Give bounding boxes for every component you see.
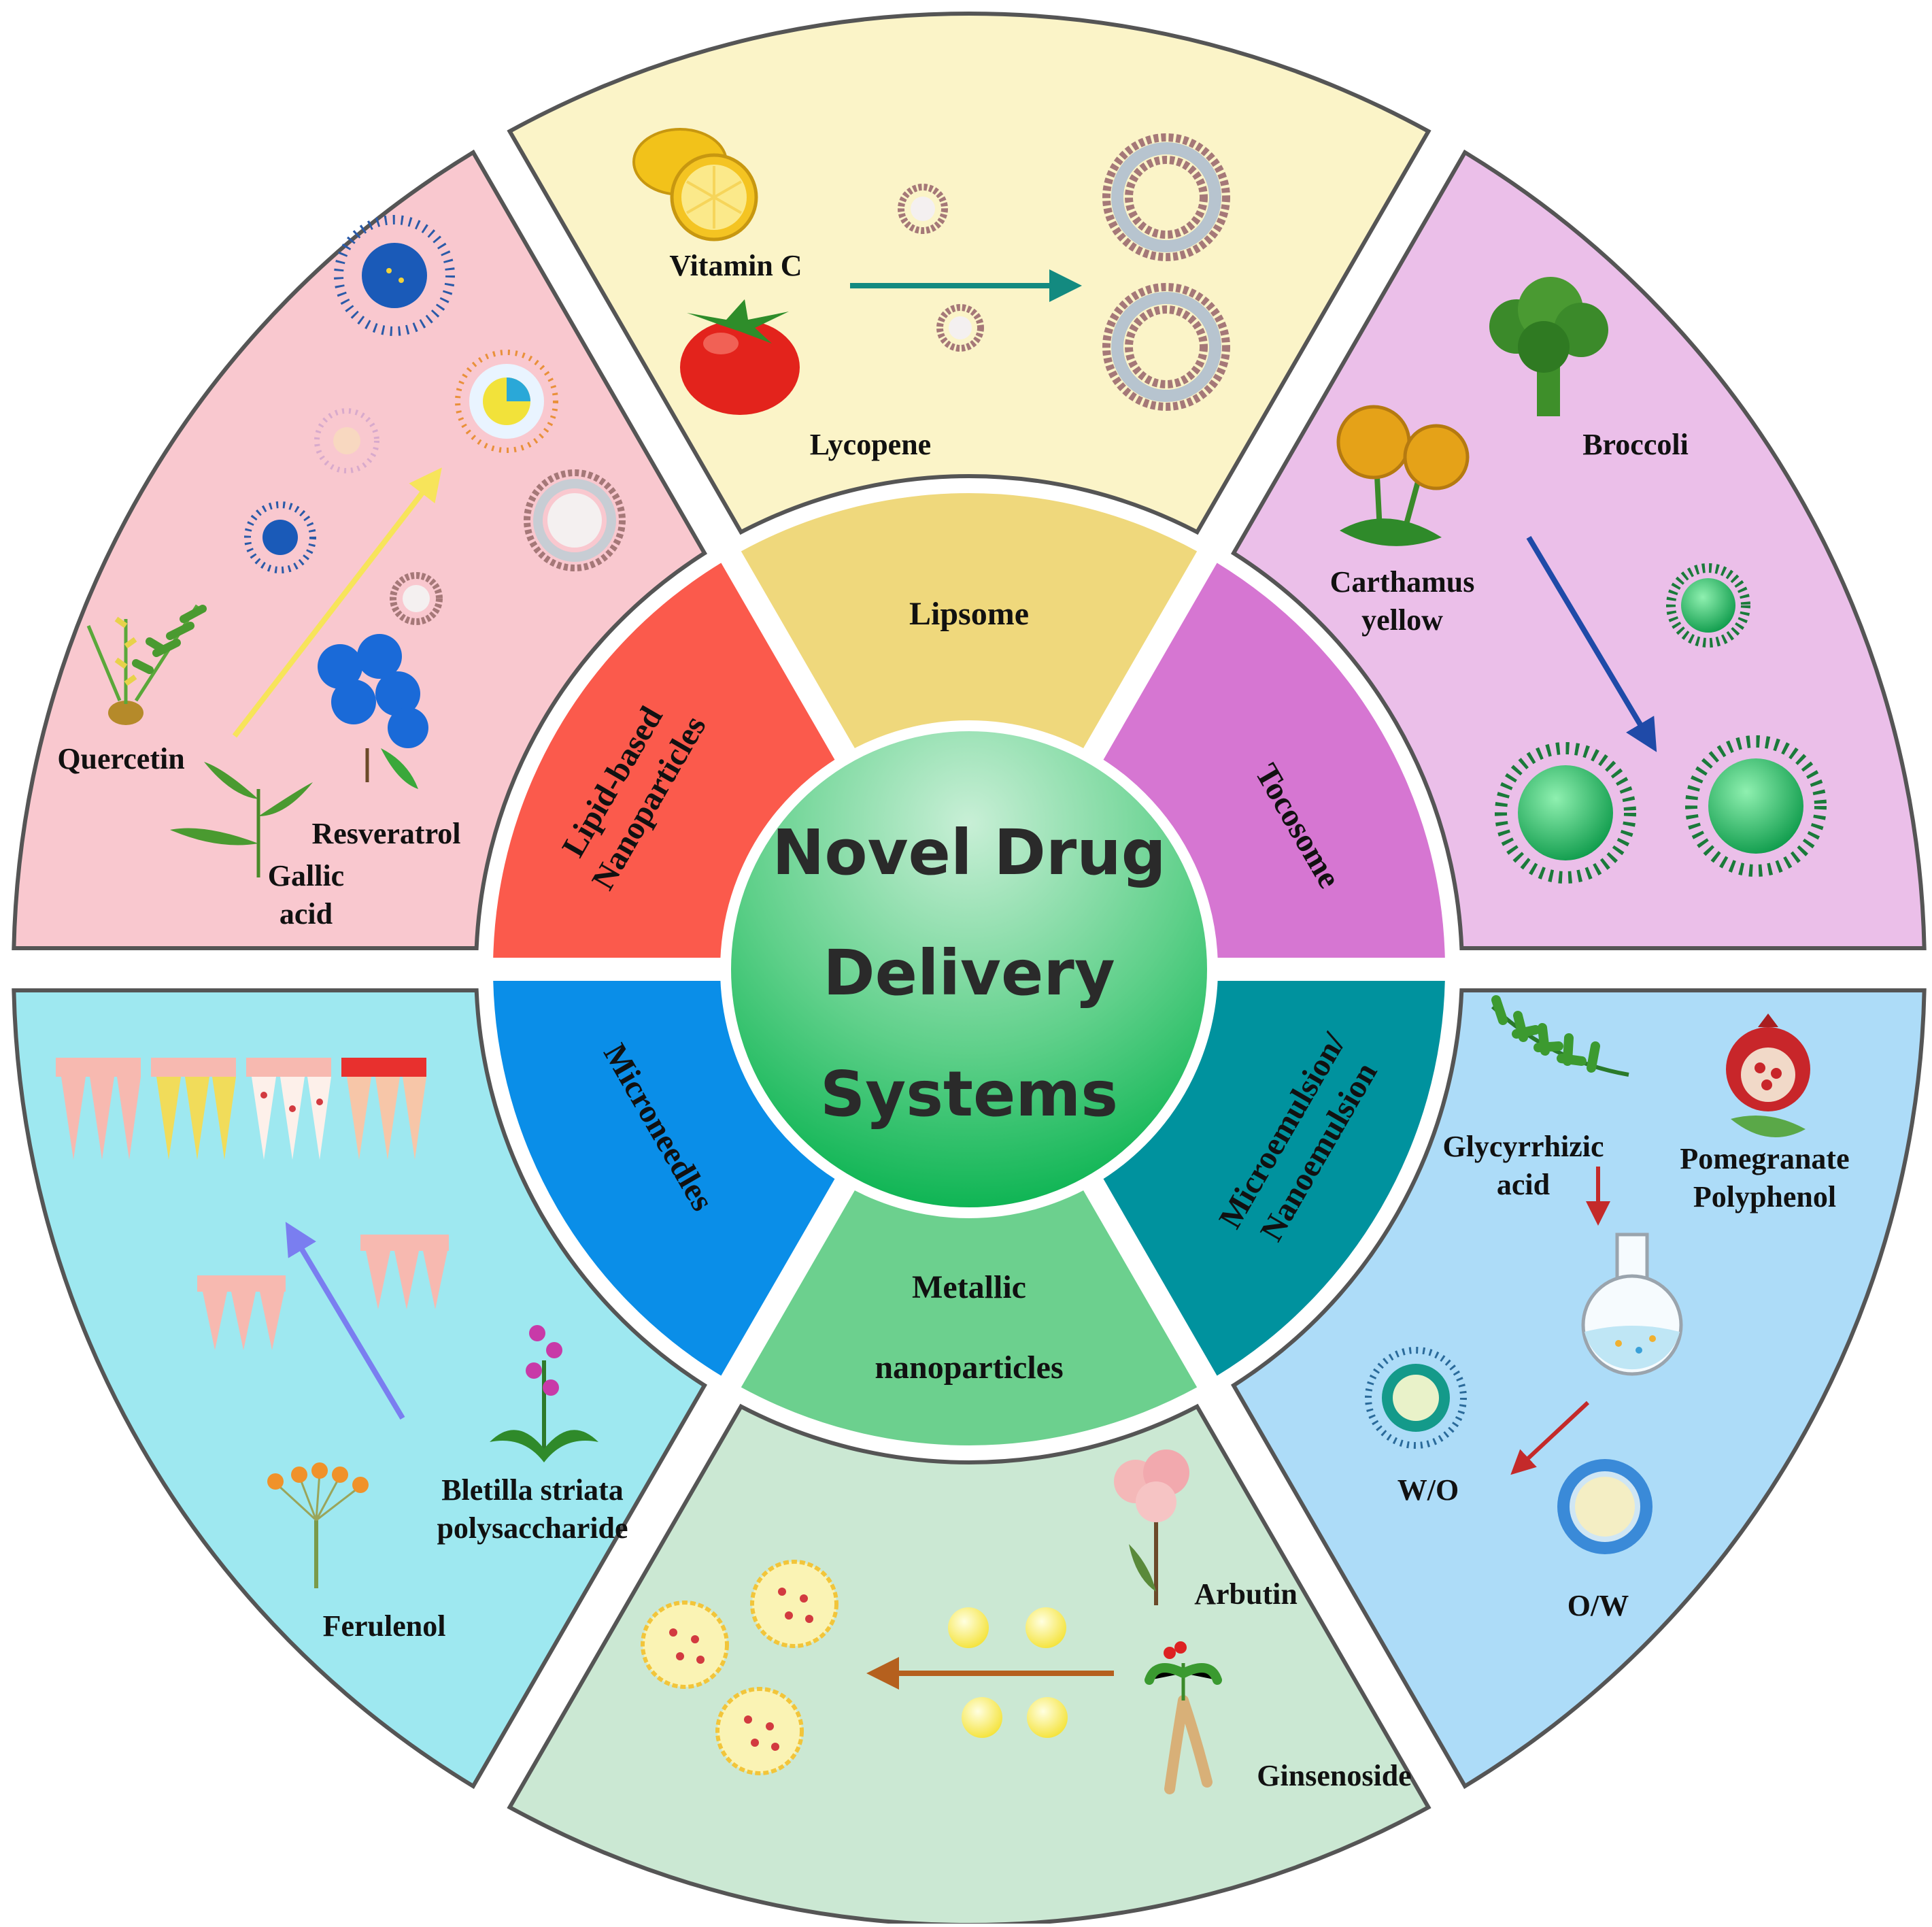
label-wo: W/O xyxy=(1397,1473,1459,1507)
gallic-acid-plant-icon xyxy=(170,762,313,877)
outer-wedge-tocosome xyxy=(1230,149,1927,950)
tocosome-large-1 xyxy=(1495,742,1636,884)
liposome-small-1 xyxy=(898,184,948,234)
microneedle-patch-4 xyxy=(341,1058,426,1160)
tocosome-small xyxy=(1666,563,1750,648)
nanoparticle-cluster-1 xyxy=(641,1601,729,1689)
arrow-microneedles xyxy=(285,1222,405,1420)
tomato-icon xyxy=(680,299,800,415)
label-lycopene: Lycopene xyxy=(810,428,931,461)
label-ow: O/W xyxy=(1567,1589,1629,1622)
liposome-small-2 xyxy=(936,304,984,352)
pomegranate-icon xyxy=(1726,1013,1810,1137)
label-vitamin-c: Vitamin C xyxy=(669,249,802,282)
center-title-line-2: Delivery xyxy=(823,937,1115,1009)
liposome-ul-small xyxy=(390,572,443,625)
tocosome-large-2 xyxy=(1685,735,1827,877)
arrow-lipid xyxy=(232,467,442,738)
outer-wedge-microneedles xyxy=(12,988,708,1790)
metal-dot-3 xyxy=(962,1697,1002,1738)
arrow-micro-diag xyxy=(1510,1401,1590,1475)
nanostructured-lipid-icon xyxy=(455,350,558,453)
label-ginsenoside: Ginsenoside xyxy=(1257,1759,1411,1792)
liposome-large-2 xyxy=(1102,283,1230,411)
microneedle-patch-2 xyxy=(151,1058,236,1160)
arbutin-flower-icon xyxy=(1114,1450,1189,1605)
microneedle-patch-6 xyxy=(360,1235,449,1309)
quercetin-plant-icon xyxy=(86,604,207,725)
inner-wedge-lipid xyxy=(493,563,837,958)
center-circle xyxy=(720,720,1218,1218)
label-resveratrol: Resveratrol xyxy=(311,817,460,850)
inner-wedge-microneedles xyxy=(493,981,837,1376)
blueberry-icon xyxy=(318,634,428,789)
outer-wedge-micro xyxy=(1230,988,1927,1790)
carthamus-icon xyxy=(1336,405,1470,546)
inner-wedge-lipsome xyxy=(741,492,1198,752)
ferulenol-plant-icon xyxy=(267,1462,369,1588)
label-broccoli: Broccoli xyxy=(1582,428,1689,461)
arrow-tocosome xyxy=(1526,535,1657,752)
flask-icon xyxy=(1581,1233,1683,1376)
microneedle-patch-5 xyxy=(197,1275,286,1350)
liposome-ul-large xyxy=(524,469,626,571)
metal-dot-1 xyxy=(948,1607,989,1648)
micelle-faint xyxy=(314,408,379,473)
inner-wedge-micro xyxy=(1101,981,1445,1376)
broccoli-icon xyxy=(1489,277,1608,416)
label-arbutin: Arbutin xyxy=(1194,1577,1298,1611)
wo-emulsion-icon xyxy=(1365,1347,1467,1449)
microneedle-patch-1 xyxy=(56,1058,141,1160)
lemon-icon xyxy=(632,128,758,241)
micelle-large xyxy=(334,215,455,336)
outer-wedge-metallic xyxy=(507,1403,1431,1927)
center-title-line-3: Systems xyxy=(820,1058,1118,1130)
ow-emulsion-icon xyxy=(1557,1459,1653,1554)
ginseng-icon xyxy=(1145,1641,1222,1794)
metal-dot-2 xyxy=(1026,1607,1066,1648)
metal-dot-4 xyxy=(1027,1697,1068,1738)
bletilla-orchid-icon xyxy=(490,1325,598,1462)
label-ferulenol: Ferulenol xyxy=(323,1609,446,1643)
micelle-small xyxy=(244,501,316,573)
nanoparticle-cluster-3 xyxy=(715,1687,804,1775)
liposome-large-1 xyxy=(1102,133,1230,261)
label-quercetin: Quercetin xyxy=(57,742,184,775)
glycyrrhiza-leaf-icon xyxy=(1491,995,1629,1077)
inner-label-lipsome: Lipsome xyxy=(909,596,1029,632)
inner-wedge-tocosome xyxy=(1101,563,1445,958)
center-title-line-1: Novel Drug xyxy=(772,816,1166,889)
nanoparticle-cluster-2 xyxy=(750,1560,838,1648)
microneedle-patch-3 xyxy=(246,1058,331,1160)
inner-wedge-metallic xyxy=(741,1186,1198,1445)
